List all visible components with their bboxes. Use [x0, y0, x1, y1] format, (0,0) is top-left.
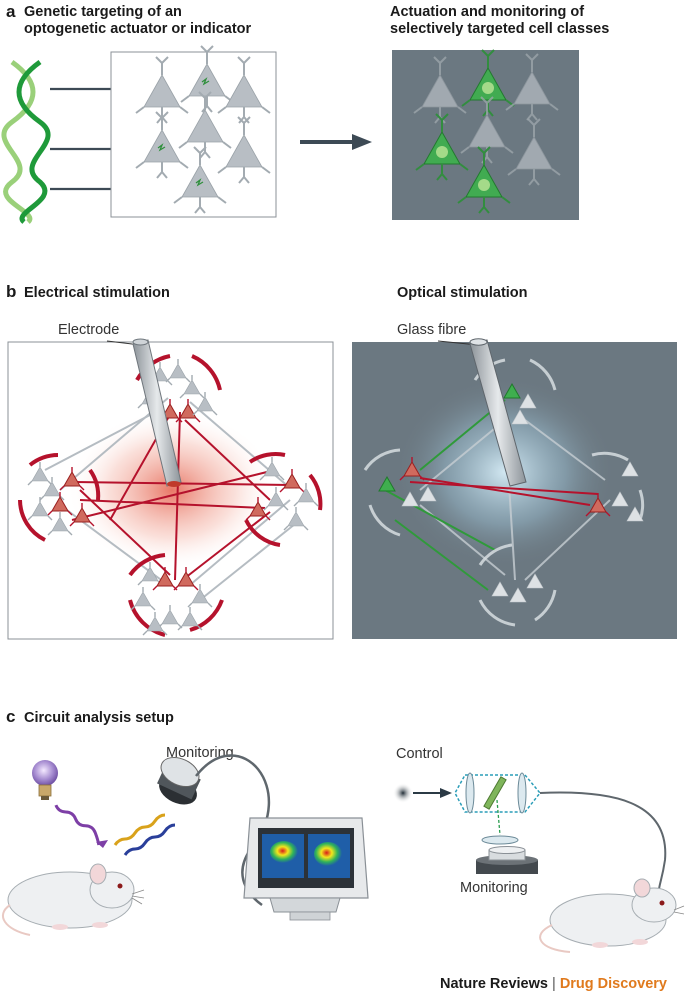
panel-a-right-title-line2: selectively targeted cell classes: [390, 21, 610, 37]
panel-a-left-title-line1: Genetic targeting of an: [24, 4, 182, 20]
monitor-icon: [243, 817, 369, 921]
monitoring-camera-icon: [157, 756, 201, 805]
emission-wave-yellow: [113, 813, 166, 846]
journal-name: Nature Reviews: [439, 976, 548, 992]
electrode-label: Electrode: [58, 322, 120, 338]
stimulated-axons-left: [71, 411, 291, 581]
monitoring-detector-icon: [476, 846, 538, 874]
electrical-field-glow: [67, 410, 277, 570]
light-bulb-icon: [32, 760, 58, 800]
emission-wave-blue: [123, 823, 176, 856]
journal-section: Drug Discovery: [559, 976, 667, 992]
panel-b-left-title: Electrical stimulation: [24, 285, 170, 301]
dna-helix-icon: [1, 59, 51, 224]
excitation-arrowhead: [96, 840, 108, 848]
panel-b-right-title: Optical stimulation: [397, 285, 528, 301]
panel-a-right-title-line1: Actuation and monitoring of: [390, 4, 585, 20]
transgene-marks: [157, 77, 210, 187]
stimulated-axons-right: [409, 477, 599, 506]
transition-arrow: [300, 134, 372, 150]
electrode-icon: [106, 338, 182, 487]
panel-a-left-title-line2: optogenetic actuator or indicator: [24, 21, 252, 37]
optical-path: [413, 772, 541, 845]
panel-a-label: a: [6, 2, 16, 21]
monitoring-right-label: Monitoring: [460, 880, 528, 896]
monitoring-left-label: Monitoring: [166, 745, 234, 761]
excitation-wave: [54, 804, 101, 846]
footer-separator: |: [552, 976, 556, 992]
journal-footer: Nature Reviews | Drug Discovery: [440, 976, 667, 992]
control-label: Control: [396, 746, 443, 762]
mouse-left-icon: [2, 863, 145, 936]
fibre-cable: [539, 791, 667, 896]
panel-b-label: b: [6, 282, 17, 301]
mouse-right-icon: [539, 878, 685, 953]
panel-c-title: Circuit analysis setup: [24, 710, 174, 726]
glass-fibre-icon: [437, 338, 527, 487]
light-cone-glow: [395, 377, 615, 567]
light-source-dot: [393, 783, 413, 803]
panel-c-label: c: [6, 707, 16, 726]
glass-fibre-label: Glass fibre: [397, 322, 467, 338]
